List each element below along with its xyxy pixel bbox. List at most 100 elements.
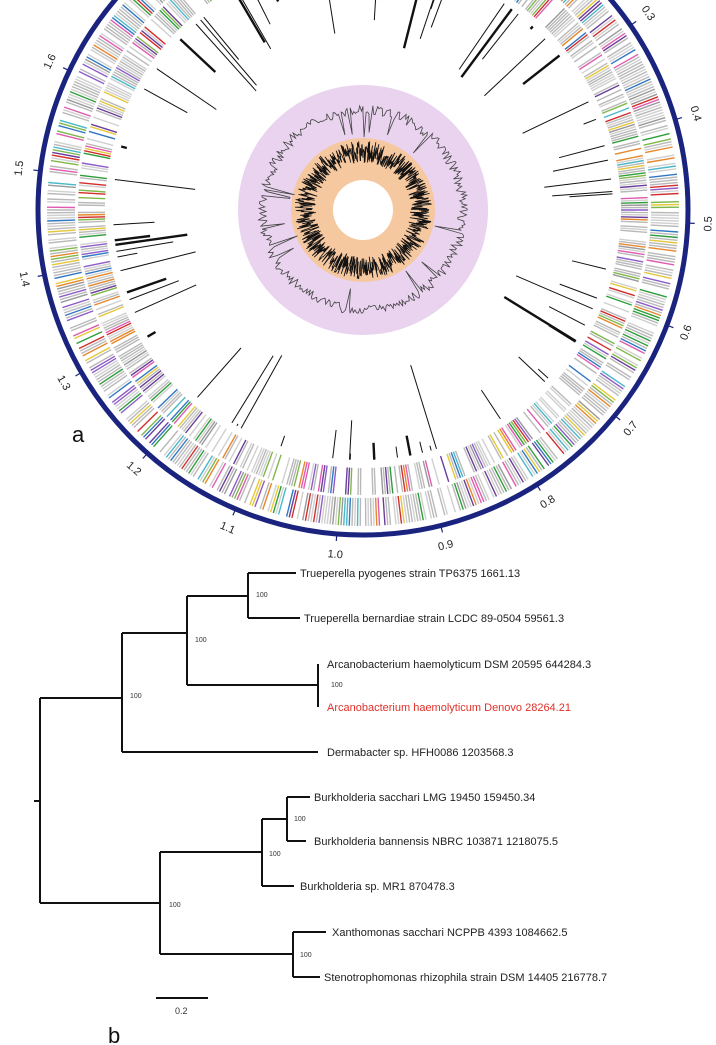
cds-feature: [439, 487, 449, 515]
cds-feature: [613, 271, 640, 280]
cds-feature: [630, 93, 658, 106]
rna-feature: [114, 179, 196, 190]
rna-feature: [120, 145, 128, 150]
cds-feature: [439, 455, 450, 483]
tick-mark: [75, 371, 82, 377]
cds-feature: [627, 321, 655, 335]
cds-feature: [74, 80, 101, 94]
cds-feature: [79, 337, 106, 352]
cds-feature: [608, 123, 636, 134]
cds-feature: [64, 305, 92, 317]
cds-feature: [436, 488, 446, 516]
cds-feature: [415, 462, 423, 489]
cds-feature: [307, 463, 315, 490]
cds-feature: [46, 214, 76, 217]
cds-feature: [638, 293, 666, 304]
bootstrap-value: 100: [169, 902, 181, 909]
cds-feature: [318, 495, 324, 523]
cds-feature: [267, 484, 278, 512]
cds-feature: [124, 351, 149, 368]
cds-feature: [81, 251, 109, 258]
cds-feature: [398, 465, 404, 493]
cds-feature: [140, 0, 155, 13]
cds-feature: [615, 260, 643, 268]
cds-feature: [650, 229, 679, 233]
cds-feature: [118, 392, 142, 412]
tick-mark: [614, 415, 621, 421]
cds-feature: [634, 103, 662, 115]
cds-feature: [154, 15, 175, 35]
cds-feature: [531, 0, 547, 16]
cds-feature: [312, 463, 319, 491]
cds-feature: [182, 0, 196, 15]
cds-feature: [120, 346, 145, 362]
cds-feature: [623, 75, 650, 89]
cds-feature: [87, 53, 113, 69]
cds-feature: [90, 126, 117, 136]
cds-feature: [51, 157, 80, 164]
cds-feature: [97, 303, 124, 316]
genome-backbone: [35, 0, 691, 538]
cds-feature: [84, 58, 111, 74]
cds-feature: [636, 298, 664, 309]
cds-feature: [51, 256, 80, 263]
cds-feature: [255, 448, 268, 475]
cds-feature: [591, 77, 617, 92]
cds-feature: [326, 496, 332, 525]
cds-feature: [303, 462, 311, 489]
cds-feature: [103, 28, 128, 46]
cds-feature: [74, 326, 101, 340]
rna-feature: [548, 306, 586, 326]
cds-feature: [584, 340, 609, 356]
cds-feature: [185, 448, 203, 473]
cds-feature: [82, 342, 108, 357]
cds-feature: [512, 455, 529, 480]
cds-feature: [47, 229, 76, 233]
cds-feature: [452, 451, 464, 478]
cds-feature: [620, 213, 649, 216]
cds-feature: [472, 475, 485, 503]
cds-feature: [50, 254, 79, 261]
cds-feature: [83, 260, 111, 268]
cds-feature: [631, 312, 659, 324]
cds-feature: [96, 107, 123, 119]
cds-feature: [262, 482, 273, 510]
cds-feature: [620, 186, 648, 191]
cds-feature: [144, 26, 166, 45]
cds-feature: [591, 17, 615, 36]
rna-feature: [179, 38, 217, 73]
cds-feature: [239, 442, 253, 468]
rna-feature: [430, 0, 435, 9]
cds-feature: [609, 126, 636, 136]
cds-feature: [115, 388, 139, 408]
cds-feature: [69, 317, 97, 330]
cds-feature: [63, 109, 91, 120]
cds-feature: [649, 176, 678, 181]
cds-feature: [142, 373, 165, 392]
cds-feature: [615, 346, 642, 362]
cds-feature: [387, 496, 392, 525]
cds-feature: [201, 457, 218, 483]
cds-feature: [645, 266, 673, 274]
cds-feature: [47, 226, 76, 230]
cds-feature: [307, 493, 314, 522]
cds-feature: [571, 0, 586, 13]
cds-feature: [118, 8, 142, 28]
bootstrap-value: 100: [256, 592, 268, 599]
cds-feature: [649, 241, 678, 247]
cds-feature: [620, 201, 648, 204]
cds-feature: [619, 65, 645, 80]
cds-feature: [99, 368, 124, 385]
cds-feature: [117, 64, 142, 80]
cds-feature: [475, 441, 489, 467]
cds-feature: [235, 440, 249, 466]
cds-feature: [337, 497, 342, 526]
rna-feature: [571, 260, 607, 270]
cds-feature: [595, 320, 621, 334]
cds-feature: [88, 353, 114, 369]
cds-feature: [581, 58, 606, 74]
cds-feature: [81, 249, 109, 256]
cds-feature: [635, 109, 663, 120]
cds-feature: [510, 456, 527, 482]
